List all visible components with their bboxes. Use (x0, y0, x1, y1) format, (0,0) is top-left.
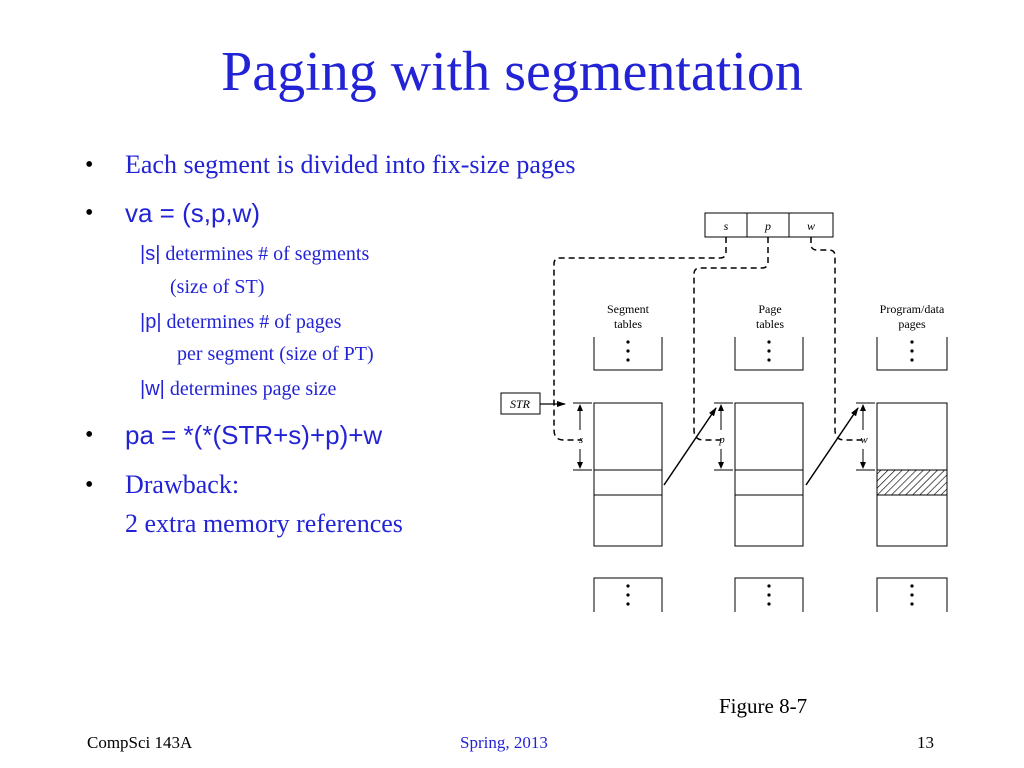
va-field-p: p (764, 219, 771, 233)
offset-arrowheads (577, 404, 866, 469)
offset-labels: s p w (579, 434, 868, 446)
subitem-p-line1: determines # of pages (161, 311, 342, 333)
str-register: STR (500, 392, 566, 415)
top-ellipses (626, 340, 914, 362)
bullet-marker: • (85, 422, 94, 448)
subitem-s: |s| determines # of segments (140, 243, 369, 266)
subitem-s-line1: determines # of segments (160, 243, 370, 265)
bottom-partial-boxes (593, 577, 948, 612)
col3-label-line1: Program/data (880, 302, 945, 316)
bullet-marker: • (85, 200, 94, 226)
col2-label-line2: tables (756, 317, 784, 331)
col1-label-line1: Segment (607, 302, 650, 316)
va-register: s p w (704, 212, 834, 238)
offset-p-label: p (718, 434, 725, 446)
subitem-p: |p| determines # of pages (140, 311, 341, 334)
subitem-s-var: |s| (140, 243, 161, 265)
bullet-2-text: va = (s,p,w) (125, 198, 261, 228)
subitem-w: |w| determines page size (140, 378, 336, 401)
str-label: STR (510, 397, 531, 411)
pointer-arrows (663, 407, 859, 486)
slide-title: Paging with segmentation (221, 41, 803, 103)
bullet-4-text2: 2 extra memory references (125, 509, 403, 538)
footer-center: Spring, 2013 (460, 733, 548, 752)
bullet-4-text: Drawback: (125, 470, 240, 499)
dashed-connectors (553, 237, 863, 441)
top-partial-boxes (593, 337, 948, 371)
subitem-p-var: |p| (140, 311, 162, 333)
col1-label-line2: tables (614, 317, 642, 331)
column-labels: Segment tables Page tables Program/data … (607, 302, 945, 331)
subitem-w-var: |w| (140, 378, 165, 400)
bottom-ellipses (626, 584, 914, 606)
va-field-s: s (724, 219, 729, 233)
va-field-w: w (807, 219, 815, 233)
bullet-1-text: Each segment is divided into fix-size pa… (125, 150, 576, 179)
footer-page-number: 13 (917, 733, 934, 752)
subitem-s-line2: (size of ST) (170, 276, 265, 298)
subitem-p-line2: per segment (size of PT) (177, 343, 374, 365)
bullet-marker: • (85, 152, 94, 178)
offset-s-label: s (579, 434, 583, 446)
target-word-hatch (877, 470, 947, 495)
col2-label-line1: Page (758, 302, 781, 316)
subitem-w-line1: determines page size (164, 378, 337, 400)
figure-caption: Figure 8-7 (719, 694, 808, 718)
col3-label-line2: pages (898, 317, 926, 331)
bullet-marker: • (85, 472, 94, 498)
main-tables (593, 402, 948, 547)
bullet-3-text: pa = *(*(STR+s)+p)+w (125, 420, 383, 450)
footer-left: CompSci 143A (87, 733, 193, 752)
offset-w-label: w (860, 434, 868, 446)
